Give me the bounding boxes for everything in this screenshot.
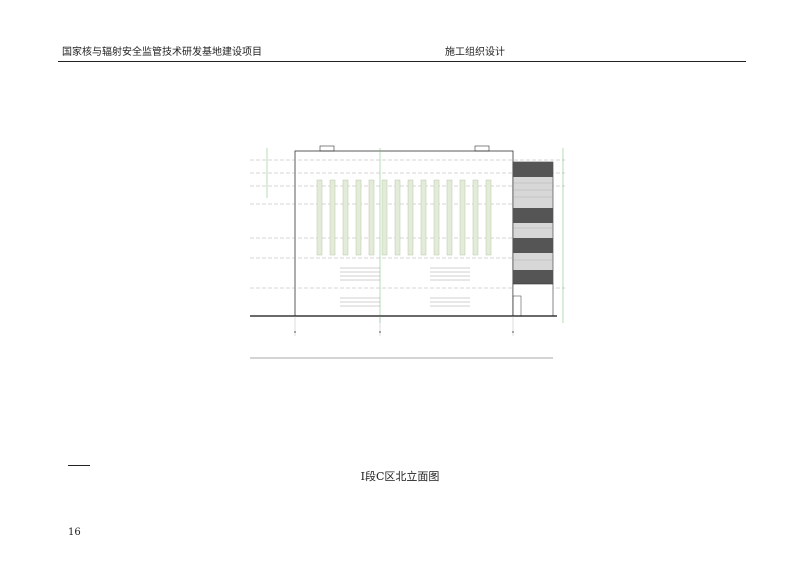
figure-caption: Ⅰ段C区北立面图: [360, 470, 440, 483]
north-elevation-drawing: [250, 145, 565, 359]
page-number: 16: [68, 527, 81, 538]
footnote-divider: [68, 465, 90, 466]
header-project-title: 国家核与辐射安全监管技术研发基地建设项目: [62, 47, 262, 58]
header-section-title: 施工组织设计: [445, 47, 505, 58]
header-divider: [58, 61, 746, 62]
